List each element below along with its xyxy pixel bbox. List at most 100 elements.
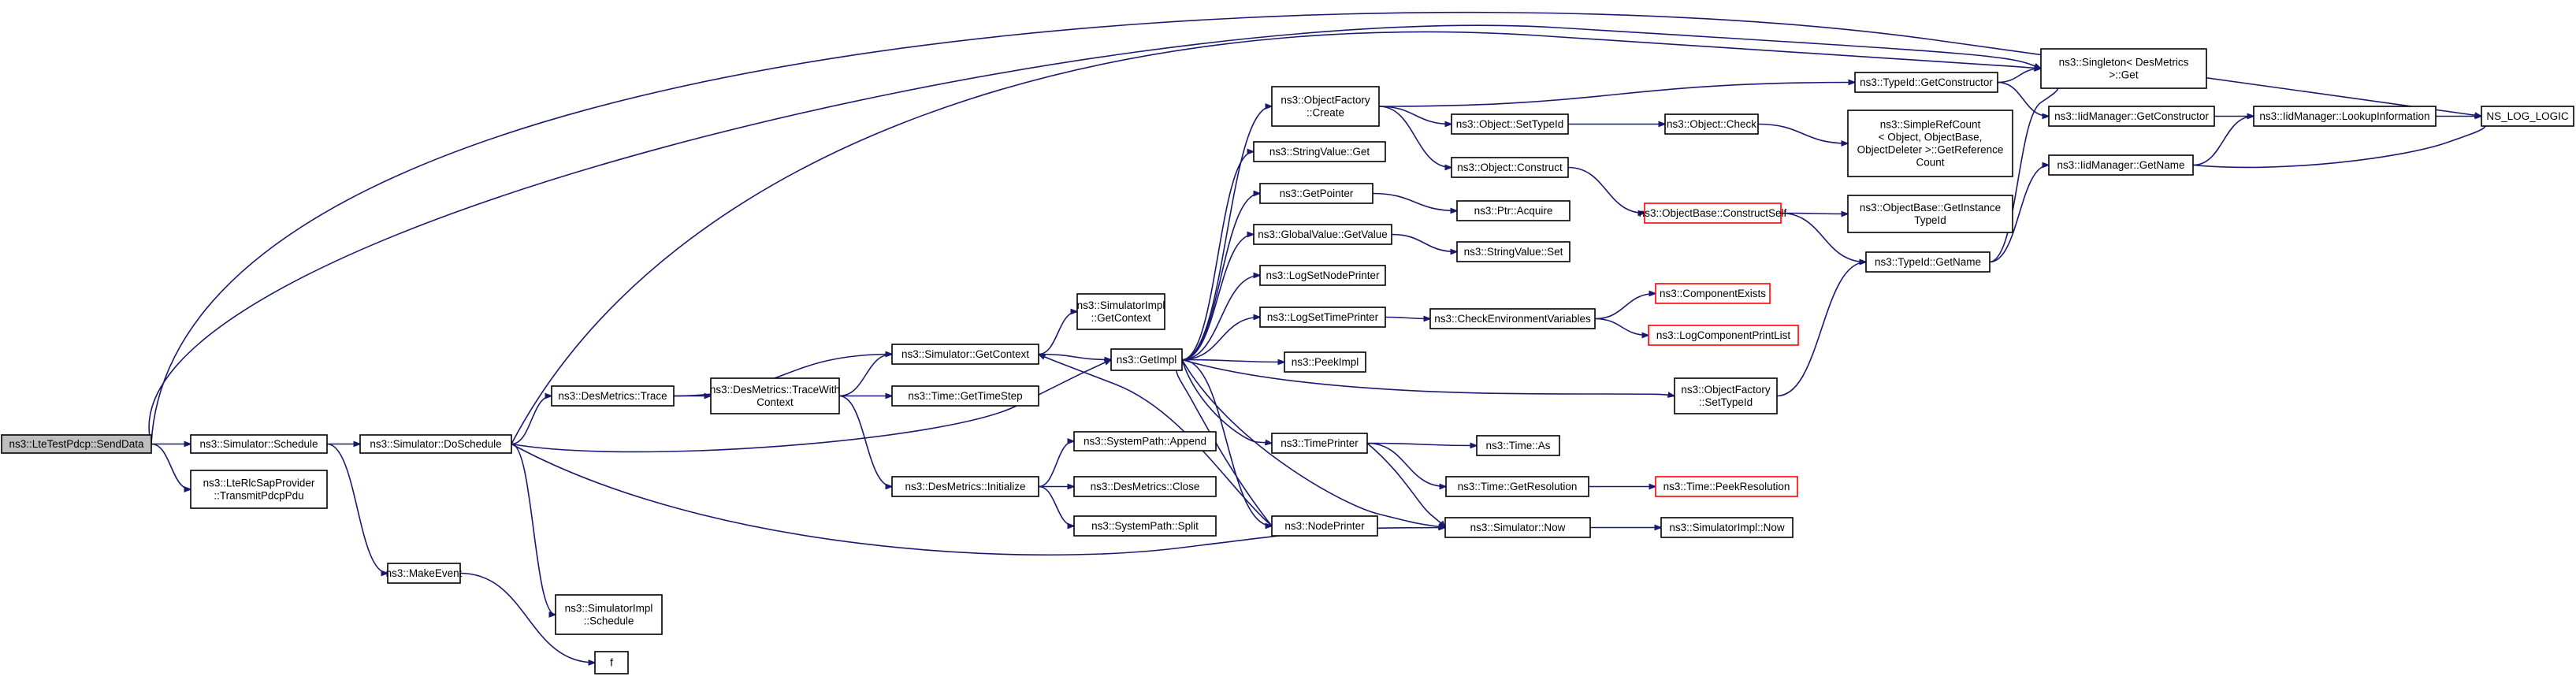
node-peekres[interactable]: ns3::Time::PeekResolution [1655,476,1798,497]
node-box [1271,515,1378,537]
node-label: ns3::Time::GetTimeStep [908,390,1022,402]
node-label: ObjectDeleter >::GetReference [1857,143,2004,155]
edge-sched-to-makeevent [326,443,388,574]
node-label: ns3::NodePrinter [1284,520,1365,532]
node-timeprinter[interactable]: ns3::TimePrinter [1271,433,1368,454]
node-getres[interactable]: ns3::Time::GetResolution [1445,476,1589,497]
node-box [1271,86,1380,127]
node-box [1655,283,1771,304]
node-label: f [610,656,613,668]
node-label: ns3::LteRlcSapProvider [203,477,315,489]
edge-tgetctor-to-iidgetctor [1997,81,2049,117]
node-constructself[interactable]: ns3::ObjectBase::ConstructSelf [1639,203,1787,224]
node-box [1110,348,1183,371]
node-ofsettypeid[interactable]: ns3::ObjectFactory::SetTypeId [1674,377,1778,414]
node-split[interactable]: ns3::SystemPath::Split [1073,515,1217,537]
edge-dosched-to-getimpl [511,359,1111,453]
node-gvget[interactable]: ns3::GlobalValue::GetValue [1253,224,1392,245]
node-dosched[interactable]: ns3::Simulator::DoSchedule [359,434,512,454]
node-tgetctor[interactable]: ns3::TypeId::GetConstructor [1854,72,1998,93]
node-trace[interactable]: ns3::DesMetrics::Trace [551,385,675,407]
edge-send-to-nslog [151,11,2481,444]
node-box [1865,251,1991,273]
node-nslog[interactable]: NS_LOG_LOGIC [2481,106,2574,127]
node-makeevent[interactable]: ns3::MakeEvent [386,563,463,584]
node-nodeprinter[interactable]: ns3::NodePrinter [1271,515,1378,537]
node-label: ns3::IidManager::LookupInformation [2259,110,2429,122]
node-box [891,476,1039,497]
edge-initialize-to-split [1038,485,1074,526]
node-box [1429,308,1596,329]
node-label: ns3::SimpleRefCount [1880,118,1981,130]
node-implsched[interactable]: ns3::SimulatorImpl::Schedule [555,594,663,635]
node-send[interactable]: ns3::LteTestPdcp::SendData [1,434,152,454]
node-timestep[interactable]: ns3::Time::GetTimeStep [891,385,1039,407]
node-timeas[interactable]: ns3::Time::As [1476,435,1560,456]
node-label: TypeId [1914,214,1946,226]
node-box [1648,325,1799,346]
node-label: ns3::TimePrinter [1281,437,1359,449]
node-transmit[interactable]: ns3::LteRlcSapProvider::TransmitPdcpPdu [190,470,328,509]
node-settypeid[interactable]: ns3::Object::SetTypeId [1451,113,1569,135]
node-box [1847,110,2013,177]
node-initialize[interactable]: ns3::DesMetrics::Initialize [891,476,1039,497]
node-implnow[interactable]: ns3::SimulatorImpl::Now [1660,517,1794,538]
node-box [1073,515,1217,537]
node-box [1456,200,1571,221]
edge-timeprinter-to-getres [1366,442,1446,487]
node-compexists[interactable]: ns3::ComponentExists [1655,283,1771,304]
node-append[interactable]: ns3::SystemPath::Append [1073,431,1217,451]
node-lsnode[interactable]: ns3::LogSetNodePrinter [1259,265,1386,286]
node-implctx[interactable]: ns3::SimulatorImpl::GetContext [1076,293,1165,330]
node-getcontext[interactable]: ns3::Simulator::GetContext [891,344,1039,365]
node-iidgetname[interactable]: ns3::IidManager::GetName [2048,154,2194,176]
node-f[interactable]: f [594,651,629,674]
node-box [190,470,328,509]
node-peek[interactable]: ns3::PeekImpl [1284,351,1366,373]
node-svget[interactable]: ns3::StringValue::Get [1253,141,1386,162]
node-label: ns3::ObjectBase::ConstructSelf [1639,207,1787,219]
node-label: ns3::DesMetrics::TraceWith [710,384,840,396]
node-box [1854,72,1998,93]
node-label: ns3::TypeId::GetName [1875,256,1981,268]
node-box [1644,203,1782,224]
node-singleton[interactable]: ns3::Singleton< DesMetrics >::Get [2040,48,2207,89]
node-lstime[interactable]: ns3::LogSetTimePrinter [1259,307,1386,328]
node-iidgetctor[interactable]: ns3::IidManager::GetConstructor [2048,106,2215,127]
node-label: ns3::SystemPath::Split [1091,520,1199,532]
node-label: ns3::Singleton< DesMetrics [2059,56,2189,68]
edge-getimpl-to-gvget [1181,235,1254,361]
node-label: ns3::DesMetrics::Close [1091,481,1200,492]
node-label: ns3::MakeEvent [386,567,463,579]
node-box [2481,106,2574,127]
node-simpleref[interactable]: ns3::SimpleRefCount< Object, ObjectBase,… [1847,110,2013,177]
node-construct[interactable]: ns3::Object::Construct [1451,157,1569,178]
node-label: ns3::Time::PeekResolution [1663,481,1790,492]
edge-ofsettypeid-to-tgetname [1776,262,1866,397]
node-lookup[interactable]: ns3::IidManager::LookupInformation [2253,106,2437,127]
node-ocheck[interactable]: ns3::Object::Check [1664,113,1759,135]
node-label: ns3::ComponentExists [1660,288,1766,299]
node-label: ns3::IidManager::GetConstructor [2054,110,2209,122]
node-tgetname[interactable]: ns3::TypeId::GetName [1865,251,1991,273]
node-simnow[interactable]: ns3::Simulator::Now [1444,517,1591,538]
node-sched[interactable]: ns3::Simulator::Schedule [190,434,328,454]
node-close[interactable]: ns3::DesMetrics::Close [1073,476,1217,497]
node-box [1660,517,1794,538]
node-label: ns3::Object::Construct [1457,162,1563,173]
node-label: ns3::Simulator::DoSchedule [370,438,501,450]
node-box [1259,307,1386,328]
node-box [1655,476,1798,497]
node-getpointer[interactable]: ns3::GetPointer [1259,183,1373,204]
node-box [1847,195,2013,233]
edge-dosched-to-trace [511,396,552,445]
node-label: ns3::IidManager::GetName [2057,159,2184,171]
node-ofcreate[interactable]: ns3::ObjectFactory::Create [1271,86,1380,127]
node-checkenv[interactable]: ns3::CheckEnvironmentVariables [1429,308,1596,329]
node-svset[interactable]: ns3::StringValue::Set [1456,241,1571,262]
node-getimpl[interactable]: ns3::GetImpl [1110,348,1183,371]
node-acquire[interactable]: ns3::Ptr::Acquire [1456,200,1571,221]
node-logprint[interactable]: ns3::LogComponentPrintList [1648,325,1799,346]
